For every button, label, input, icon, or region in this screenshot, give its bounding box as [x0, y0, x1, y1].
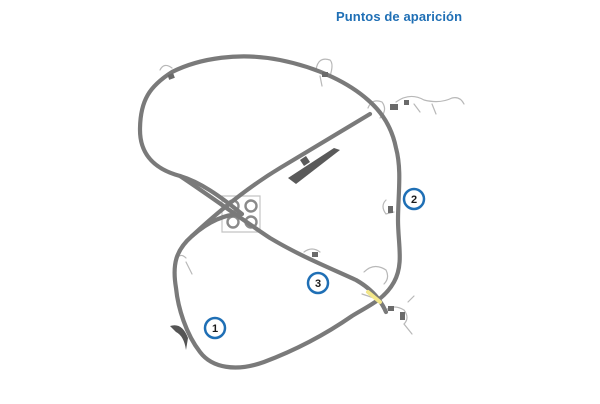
marker-2-ring: [402, 187, 426, 211]
structures: [167, 72, 409, 320]
marker-1[interactable]: 1: [203, 316, 227, 340]
marker-3-label: 3: [315, 278, 321, 290]
marker-3-ring: [306, 271, 330, 295]
service-roads: [159, 58, 465, 335]
marker-3[interactable]: 3: [306, 271, 330, 295]
main-track: [137, 54, 402, 370]
runoff-area: [170, 325, 188, 350]
marker-1-label: 1: [212, 323, 218, 335]
map-title: Puntos de aparición: [336, 9, 463, 24]
marker-2[interactable]: 2: [402, 187, 426, 211]
marker-2-label: 2: [411, 194, 417, 206]
pit-building: [288, 148, 340, 184]
highlight-section: [366, 290, 382, 304]
marker-1-ring: [203, 316, 227, 340]
